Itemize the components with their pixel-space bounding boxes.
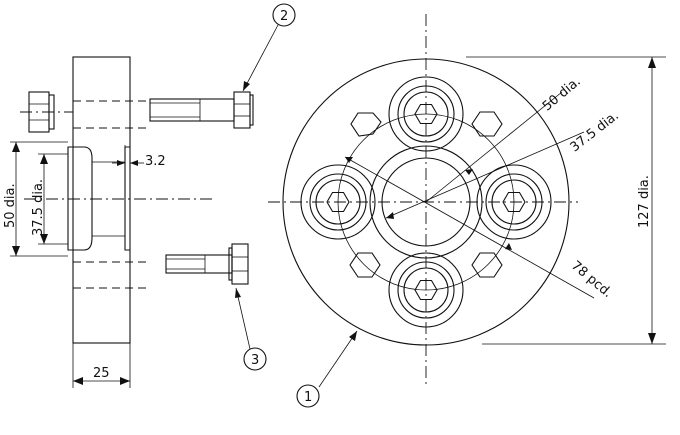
plate-body	[72, 56, 131, 344]
label-50-dia-front: 50 dia.	[540, 74, 584, 114]
hub-recess-left	[67, 146, 73, 251]
balloon-1	[296, 384, 320, 408]
boss-top	[388, 76, 464, 152]
leader-balloon-1	[318, 330, 358, 388]
hex-nut-top-right	[471, 111, 503, 137]
label-3-2: 3.2	[145, 154, 166, 169]
hub-inner-circle	[381, 157, 471, 247]
label-78-pcd: 78 pcd.	[568, 258, 615, 301]
boss-right	[476, 164, 552, 240]
leader-37-5-dia-front	[385, 131, 585, 219]
leader-balloon-2	[242, 24, 279, 92]
label-127-dia: 127 dia.	[637, 175, 652, 228]
label-37-5-dia-front: 37.5 dia.	[568, 108, 622, 155]
label-37-5-dia-side: 37.5 dia.	[31, 179, 46, 236]
hub-recess-profile	[73, 146, 93, 251]
boss-left	[300, 164, 376, 240]
hex-nut-bottom-right	[471, 252, 503, 278]
hex-nut-bottom-left	[349, 252, 381, 278]
pitch-circle	[337, 113, 515, 291]
leader-50-dia-front	[425, 91, 563, 203]
side-hex-nut	[20, 91, 73, 133]
boss-bottom	[388, 252, 464, 328]
leader-balloon-3	[235, 287, 251, 350]
leader-78-pcd	[344, 156, 595, 299]
hex-nut-top-left	[350, 112, 382, 137]
hub-outer-circle	[369, 145, 483, 259]
balloon-3-label: 3	[251, 353, 259, 368]
label-50-dia-side: 50 dia.	[3, 183, 18, 228]
long-bolt	[149, 91, 254, 129]
balloon-3	[243, 347, 267, 371]
balloon-2-label: 2	[280, 9, 288, 24]
balloon-1-label: 1	[304, 390, 312, 405]
front-view: 50 dia. 37.5 dia. 78 pcd. 127 dia. 1	[268, 14, 666, 408]
side-view: 50 dia. 37.5 dia. 3.2 25 2 3	[3, 3, 296, 388]
hub-spigot	[124, 146, 130, 251]
balloon-2	[272, 3, 296, 27]
outer-plate-circle	[282, 58, 570, 346]
short-bolt	[165, 243, 249, 285]
label-25: 25	[93, 366, 110, 381]
